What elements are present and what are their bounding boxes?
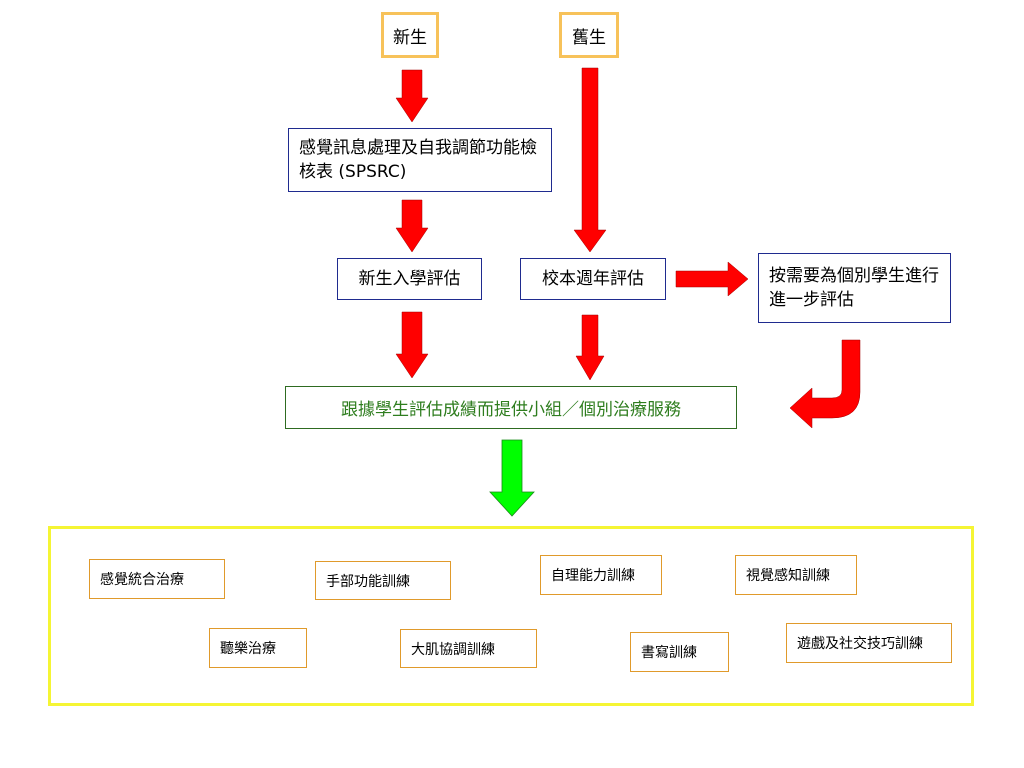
arrow-annual-to-services [575, 314, 605, 381]
arrow-new-assessment-to-services [395, 311, 429, 379]
therapy-item: 聽樂治療 [209, 628, 307, 668]
therapy-label: 大肌協調訓練 [411, 641, 495, 658]
services-label: 跟據學生評估成績而提供小組／個別治療服務 [341, 400, 681, 420]
therapy-label: 自理能力訓練 [551, 568, 635, 584]
therapy-item: 視覺感知訓練 [735, 555, 857, 595]
checklist-node: 感覺訊息處理及自我調節功能檢核表 (SPSRC) [288, 128, 552, 192]
new-assessment-node: 新生入學評估 [337, 258, 482, 300]
therapy-item: 手部功能訓練 [315, 561, 451, 600]
therapy-label: 感覺統合治療 [100, 572, 184, 588]
checklist-label: 感覺訊息處理及自我調節功能檢核表 (SPSRC) [299, 138, 537, 182]
therapy-item: 感覺統合治療 [89, 559, 225, 599]
therapy-item: 大肌協調訓練 [400, 629, 537, 668]
therapy-item: 書寫訓練 [630, 632, 729, 672]
arrow-services-to-therapies [489, 439, 535, 517]
new-assessment-label: 新生入學評估 [358, 269, 461, 289]
therapy-label: 視覺感知訓練 [746, 568, 830, 584]
old-student-node: 舊生 [559, 12, 619, 58]
arrow-annual-to-further [675, 261, 749, 297]
annual-assessment-label: 校本週年評估 [542, 269, 644, 289]
therapy-label: 聽樂治療 [220, 641, 276, 657]
further-assessment-label: 按需要為個別學生進行進一步評估 [769, 266, 939, 310]
therapy-item: 遊戲及社交技巧訓練 [786, 623, 952, 663]
new-student-node: 新生 [381, 12, 439, 58]
arrow-old-to-annual [573, 67, 607, 253]
old-student-label: 舊生 [572, 27, 606, 48]
arrow-new-to-checklist [395, 69, 429, 123]
therapy-label: 書寫訓練 [641, 645, 697, 661]
therapy-label: 遊戲及社交技巧訓練 [797, 636, 923, 652]
services-node: 跟據學生評估成績而提供小組／個別治療服務 [285, 386, 737, 429]
new-student-label: 新生 [393, 27, 427, 48]
annual-assessment-node: 校本週年評估 [520, 258, 666, 300]
arrow-further-to-services [789, 339, 861, 429]
therapy-label: 手部功能訓練 [326, 573, 410, 590]
further-assessment-node: 按需要為個別學生進行進一步評估 [758, 253, 951, 323]
therapy-item: 自理能力訓練 [540, 555, 662, 595]
therapy-container [48, 526, 974, 706]
arrow-checklist-to-new-assessment [395, 199, 429, 253]
